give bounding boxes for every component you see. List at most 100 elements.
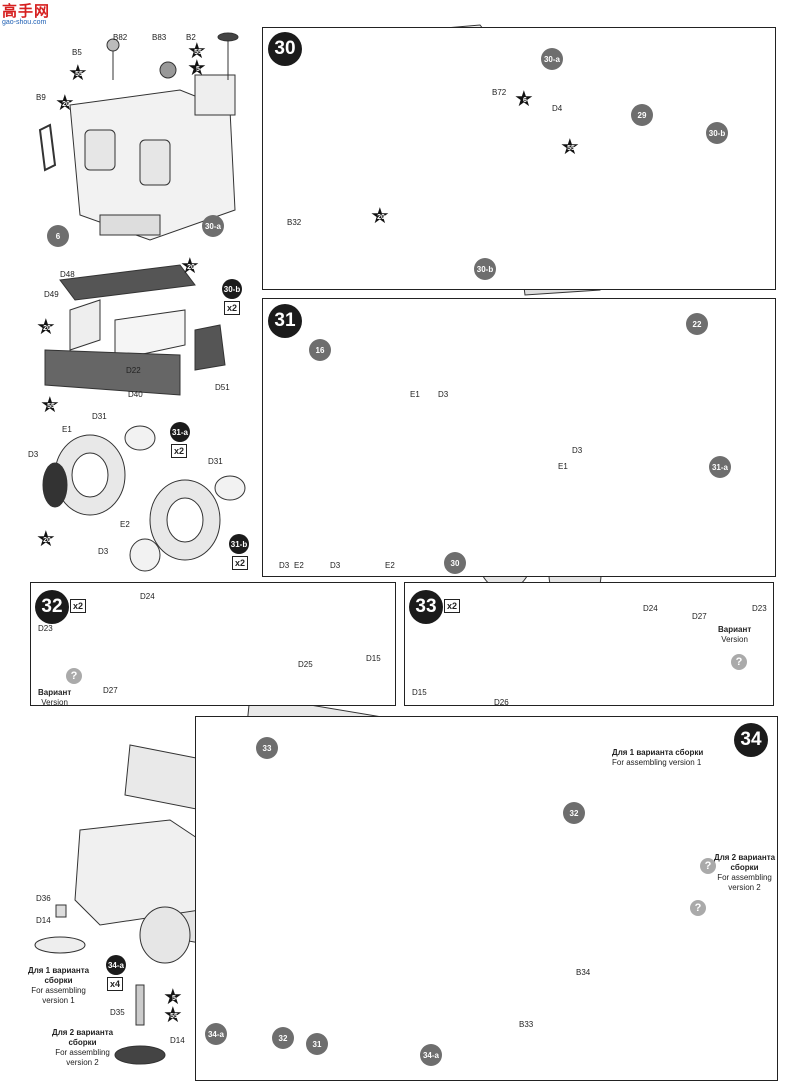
part-d4-label: D4 bbox=[552, 104, 563, 113]
part-b34-label: B34 bbox=[576, 968, 591, 977]
part-d36-label: D36 bbox=[36, 894, 51, 903]
part-e1-label: E1 bbox=[410, 390, 420, 399]
part-d15-label: D15 bbox=[366, 654, 381, 663]
part-33-badge: 33 bbox=[256, 737, 278, 759]
part-d3-label: D3 bbox=[28, 450, 39, 459]
step-30-number: 30 bbox=[268, 32, 302, 66]
part-b32-label: B32 bbox=[287, 218, 302, 227]
multiplier-x2: x2 bbox=[224, 301, 241, 315]
part-29-badge: 29 bbox=[631, 104, 653, 126]
subassembly-34a-badge: 34-a bbox=[106, 955, 126, 975]
multiplier-x2: x2 bbox=[232, 556, 249, 570]
step-33-number: 33 bbox=[409, 590, 443, 624]
part-d3-label: D3 bbox=[98, 547, 109, 556]
multiplier-x2: x2 bbox=[70, 599, 87, 613]
multiplier-x2: x2 bbox=[171, 444, 188, 458]
question-icon: ? bbox=[66, 668, 82, 684]
subassembly-30a-badge: 30-a bbox=[202, 215, 224, 237]
part-b72-label: B72 bbox=[492, 88, 507, 97]
step-32-panel bbox=[30, 582, 396, 706]
part-d3-label: D3 bbox=[279, 561, 290, 570]
paint-20-icon: ★20 bbox=[55, 90, 75, 115]
part-d3-label: D3 bbox=[572, 446, 583, 455]
multiplier-x4: x4 bbox=[107, 977, 124, 991]
paint-5-icon: ★5 bbox=[163, 984, 183, 1009]
part-d31-label: D31 bbox=[92, 412, 107, 421]
part-d51-label: D51 bbox=[215, 383, 230, 392]
step-34-panel bbox=[195, 716, 778, 1081]
site-logo: 高手网 gao-shou.com bbox=[2, 0, 50, 26]
paint-6-icon: ★6 bbox=[514, 86, 534, 111]
part-d48-label: D48 bbox=[60, 270, 75, 279]
subassembly-30b-badge: 30-b bbox=[474, 258, 496, 280]
part-b82-label: B82 bbox=[113, 33, 128, 42]
part-d24-label: D24 bbox=[140, 592, 155, 601]
step-32-number: 32 bbox=[35, 590, 69, 624]
subassembly-34a-badge: 34-a bbox=[205, 1023, 227, 1045]
part-30-badge: 30 bbox=[444, 552, 466, 574]
subassembly-31b-badge: 31-b bbox=[229, 534, 249, 554]
part-d35-label: D35 bbox=[110, 1008, 125, 1017]
part-e1-label: E1 bbox=[62, 425, 72, 434]
part-e2-label: E2 bbox=[385, 561, 395, 570]
subassembly-30a-badge: 30-a bbox=[541, 48, 563, 70]
part-d31-label: D31 bbox=[208, 457, 223, 466]
step-31-number: 31 bbox=[268, 304, 302, 338]
question-icon: ? bbox=[690, 900, 706, 916]
paint-55-icon: ★55 bbox=[40, 392, 60, 417]
part-d24-label: D24 bbox=[643, 604, 658, 613]
part-b33-label: B33 bbox=[519, 1020, 534, 1029]
step-33-panel bbox=[404, 582, 774, 706]
part-d23-label: D23 bbox=[38, 624, 53, 633]
part-d26-label: D26 bbox=[494, 698, 509, 707]
subassembly-30b-badge: 30-b bbox=[706, 122, 728, 144]
paint-20-icon: ★20 bbox=[180, 253, 200, 278]
question-icon: ? bbox=[731, 654, 747, 670]
logo-text: 高手网 bbox=[2, 3, 51, 20]
step-34-number: 34 bbox=[734, 723, 768, 757]
part-d49-label: D49 bbox=[44, 290, 59, 299]
part-b5-label: B5 bbox=[72, 48, 82, 57]
part-6-badge: 6 bbox=[47, 225, 69, 247]
part-32-badge: 32 bbox=[272, 1027, 294, 1049]
part-d3-label: D3 bbox=[330, 561, 341, 570]
part-d23-label: D23 bbox=[752, 604, 767, 613]
subassembly-30b-badge: 30-b bbox=[222, 279, 242, 299]
part-e2-label: E2 bbox=[294, 561, 304, 570]
paint-55-icon: ★55 bbox=[560, 134, 580, 159]
paint-55-icon: ★55 bbox=[163, 1002, 183, 1027]
paint-5-icon: ★5 bbox=[187, 55, 207, 80]
part-d14-label: D14 bbox=[170, 1036, 185, 1045]
part-d25-label: D25 bbox=[298, 660, 313, 669]
subassembly-31a-badge: 31-a bbox=[170, 422, 190, 442]
paint-20-icon: ★20 bbox=[370, 203, 390, 228]
part-d14-label: D14 bbox=[36, 916, 51, 925]
step-30-panel bbox=[262, 27, 776, 290]
part-d15-label: D15 bbox=[412, 688, 427, 697]
part-d40-label: D40 bbox=[128, 390, 143, 399]
part-32-badge: 32 bbox=[563, 802, 585, 824]
part-16-badge: 16 bbox=[309, 339, 331, 361]
step-31-panel bbox=[262, 298, 776, 577]
part-d27-label: D27 bbox=[103, 686, 118, 695]
paint-20-icon: ★20 bbox=[36, 526, 56, 551]
part-d27-label: D27 bbox=[692, 612, 707, 621]
paint-20-icon: ★20 bbox=[36, 314, 56, 339]
logo-url: gao-shou.com bbox=[2, 19, 47, 26]
paint-55-icon: ★55 bbox=[68, 60, 88, 85]
part-b2-label: B2 bbox=[186, 33, 196, 42]
part-31-badge: 31 bbox=[306, 1033, 328, 1055]
part-b83-label: B83 bbox=[152, 33, 167, 42]
part-22-badge: 22 bbox=[686, 313, 708, 335]
part-e1-label: E1 bbox=[558, 462, 568, 471]
part-b9-label: B9 bbox=[36, 93, 46, 102]
subassembly-34a-badge: 34-a bbox=[420, 1044, 442, 1066]
multiplier-x2: x2 bbox=[444, 599, 461, 613]
part-e2-label: E2 bbox=[120, 520, 130, 529]
